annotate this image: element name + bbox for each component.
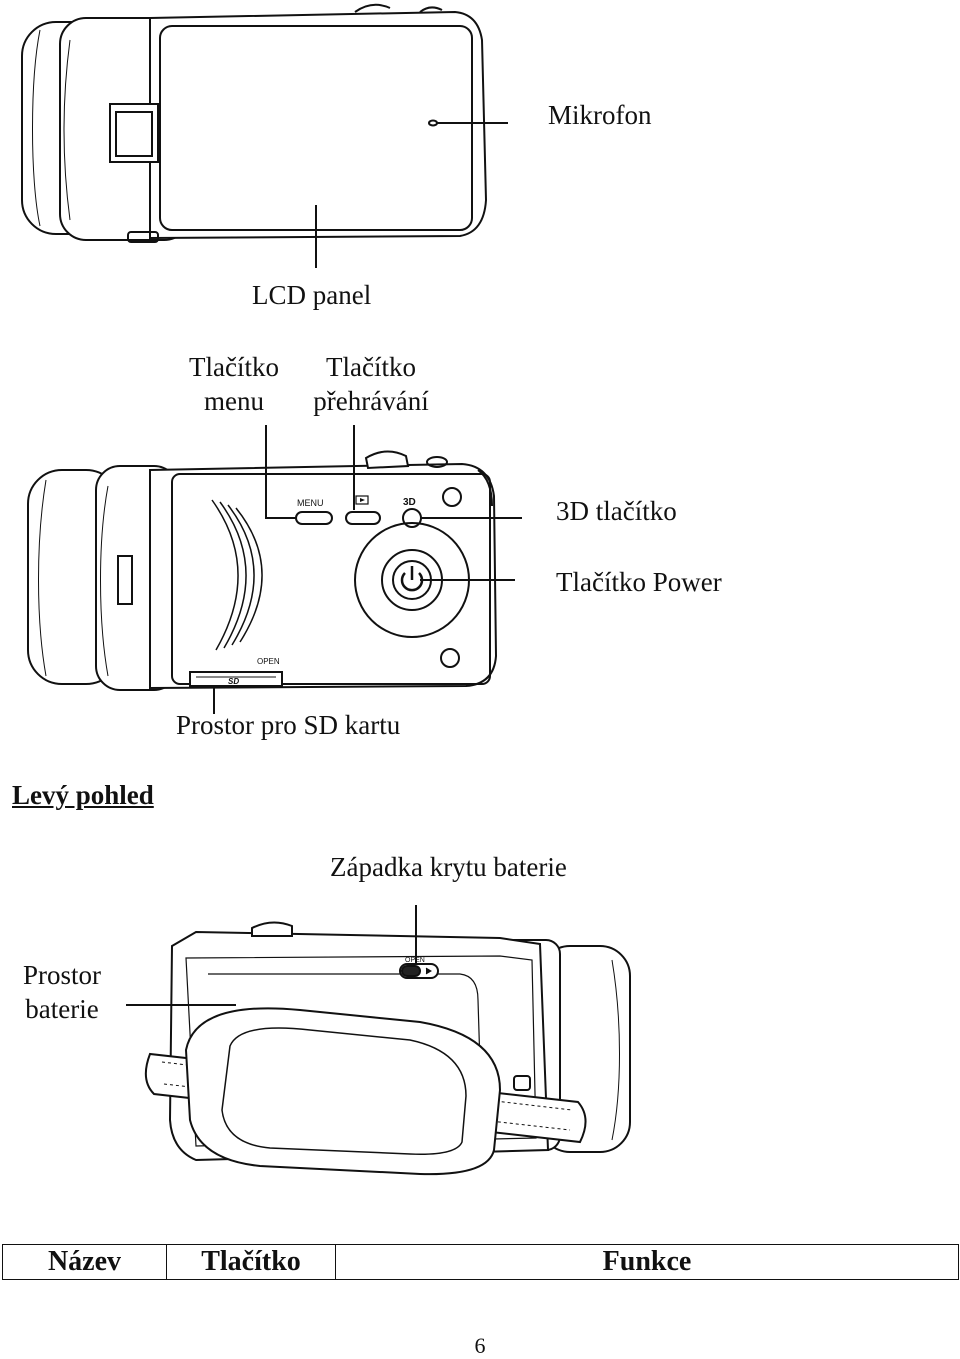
table-header-button: Tlačítko	[166, 1244, 336, 1280]
device-text-menu: MENU	[297, 498, 324, 508]
label-microphone: Mikrofon	[548, 100, 652, 130]
camcorder-left-view: MENU 3D OPEN SD	[27, 425, 522, 714]
label-playback-button: Tlačítko přehrávání	[296, 350, 446, 418]
label-menu-line-2: menu	[204, 386, 264, 416]
label-menu-button: Tlačítko menu	[172, 350, 296, 418]
label-power-button: Tlačítko Power	[556, 567, 722, 597]
page-number: 6	[474, 1333, 486, 1358]
label-battery-compartment: Prostor baterie	[6, 958, 118, 1026]
section-heading: Levý pohled	[12, 780, 154, 810]
device-text-latch-open: OPEN	[405, 957, 425, 964]
camcorder-bottom-view: OPEN	[126, 905, 631, 1176]
parts-table: Název Tlačítko Funkce	[2, 1244, 959, 1280]
device-text-sd: SD	[228, 677, 239, 686]
label-battery-line-2: baterie	[25, 994, 99, 1024]
label-battery-line-1: Prostor	[22, 960, 101, 990]
label-3d-button: 3D tlačítko	[556, 496, 677, 526]
camcorder-top-view	[21, 3, 508, 268]
table-header-function: Funkce	[335, 1244, 959, 1280]
label-lcd-panel: LCD panel	[252, 280, 372, 310]
device-text-open: OPEN	[257, 657, 280, 666]
table-header-row: Název Tlačítko Funkce	[2, 1244, 959, 1280]
label-sd-slot: Prostor pro SD kartu	[176, 710, 401, 740]
label-battery-latch: Západka krytu baterie	[330, 852, 567, 882]
device-text-3d: 3D	[403, 497, 416, 508]
label-playback-line-2: přehrávání	[313, 386, 429, 416]
label-menu-line-1: Tlačítko	[189, 352, 279, 382]
table-header-name: Název	[2, 1244, 167, 1280]
label-playback-line-1: Tlačítko	[326, 352, 416, 382]
